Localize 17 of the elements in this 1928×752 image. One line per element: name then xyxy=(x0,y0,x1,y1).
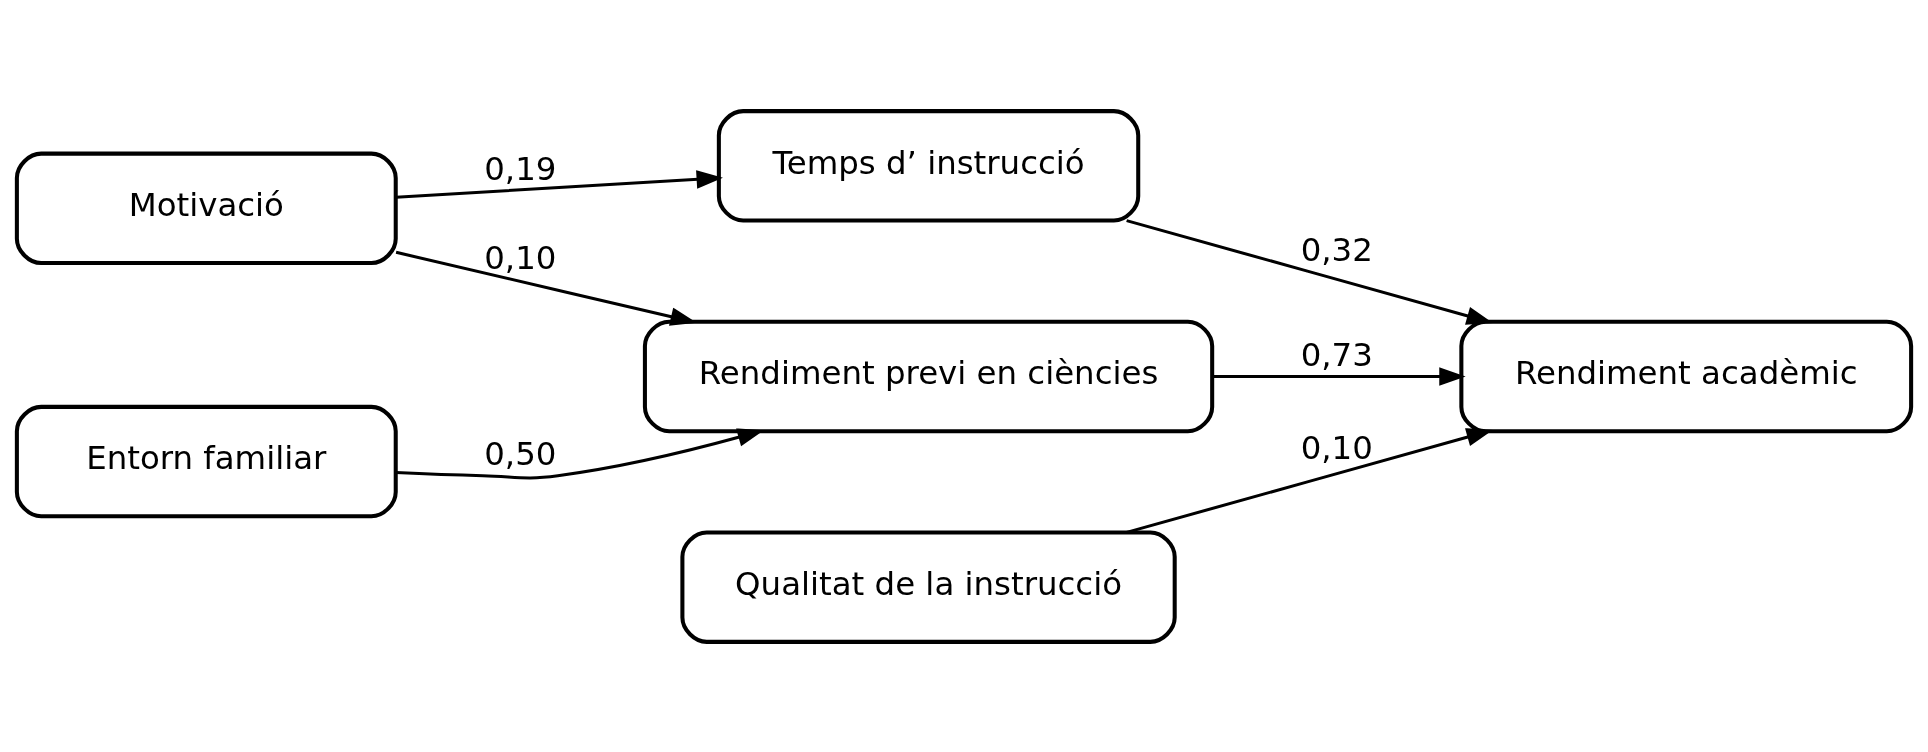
node-box: Qualitat de la instrucció xyxy=(680,529,1177,644)
node-box: Temps d’ instrucció xyxy=(716,108,1141,223)
arrow xyxy=(1212,366,1466,386)
edge-label: 0,10 xyxy=(1300,428,1373,467)
edge-label: 0,50 xyxy=(484,434,557,473)
node-box: Rendiment acadèmic xyxy=(1459,319,1914,433)
edge-label: 0,73 xyxy=(1300,335,1373,374)
node-box: Rendiment previ en ciències xyxy=(642,319,1215,433)
arrow xyxy=(395,250,697,326)
arrow xyxy=(396,169,723,199)
edge-label: 0,32 xyxy=(1300,230,1373,269)
node-box: Motivació xyxy=(14,151,398,265)
arrow xyxy=(1126,218,1493,325)
node-box: Entorn familiar xyxy=(14,404,398,518)
edge-label: 0,10 xyxy=(484,238,557,277)
arrow xyxy=(1126,427,1493,534)
edge-label: 0,19 xyxy=(484,149,557,188)
